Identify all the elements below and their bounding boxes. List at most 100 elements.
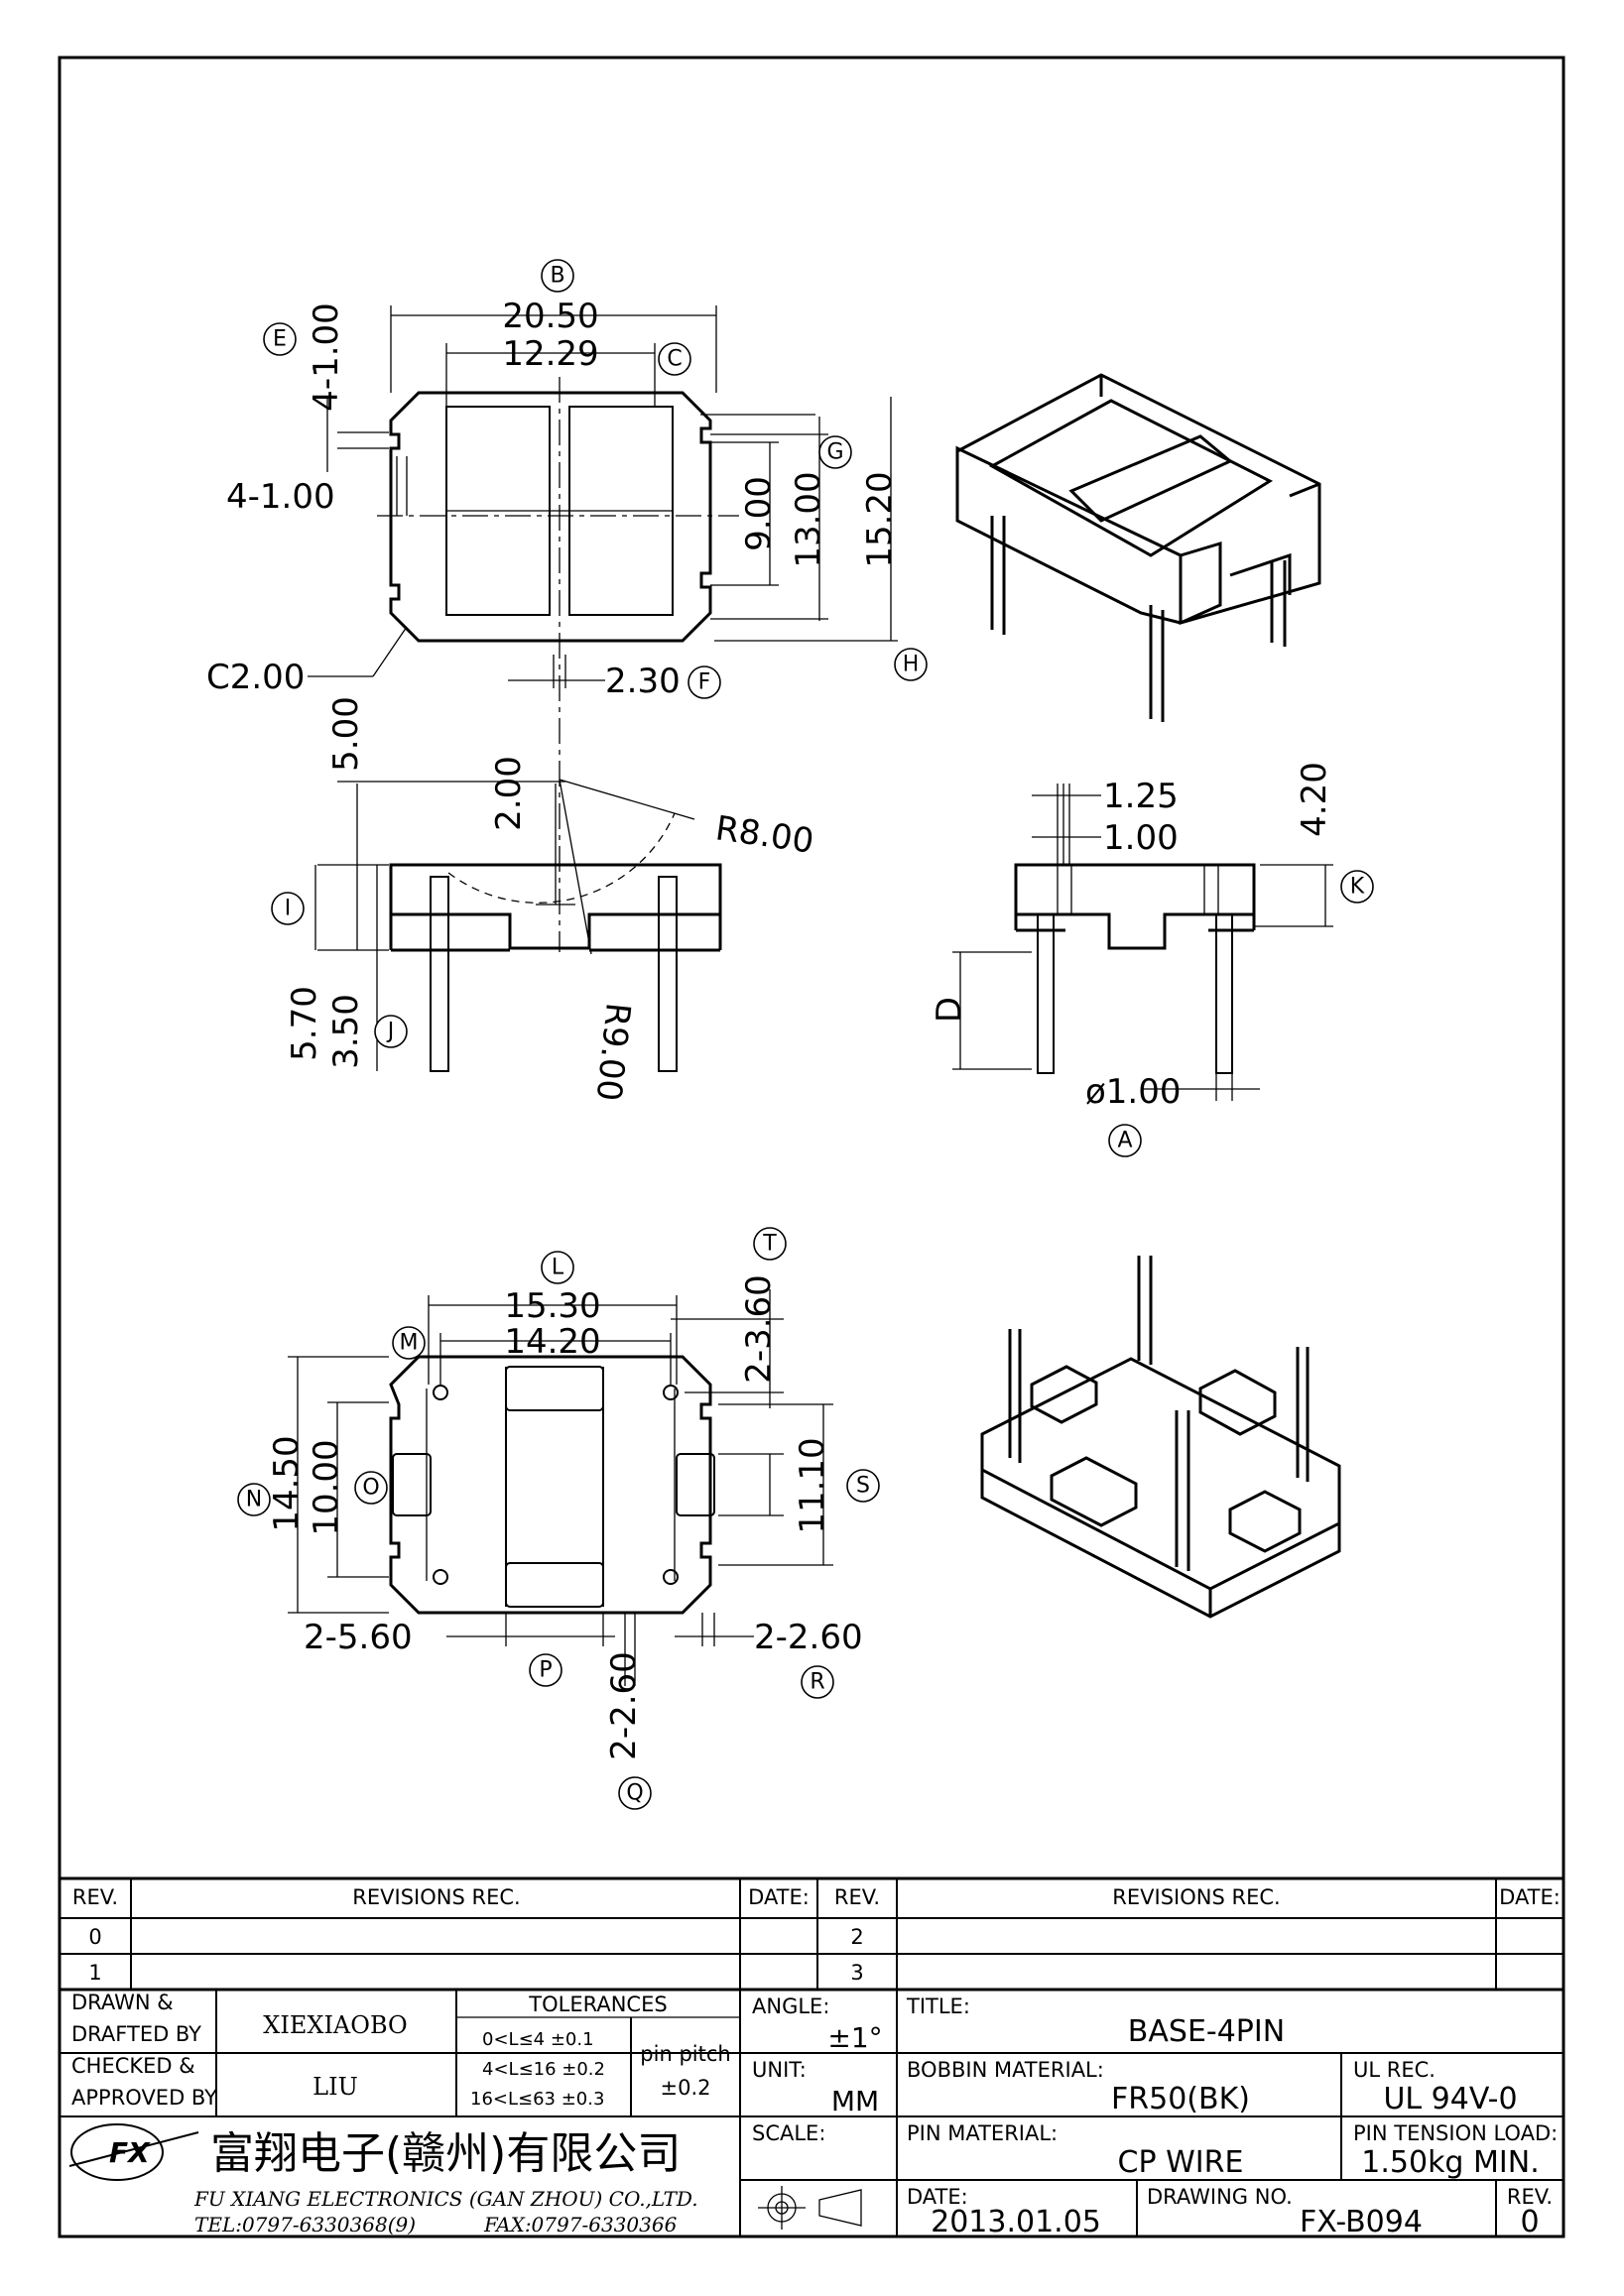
dim-2-5-60: 2-5.60 [304,1618,413,1657]
dim-14-20: 14.20 [504,1322,600,1362]
callout-c: C [658,342,691,376]
company-name-en: FU XIANG ELECTRONICS (GAN ZHOU) CO.,LTD. [193,2187,698,2211]
revisions-header-left: REVISIONS REC. [352,1885,520,1909]
dim-15-20: 15.20 [860,471,900,567]
drawn-by: XIEXIAOBO [263,2011,407,2039]
rev-row-1: 1 [88,1961,101,1985]
checked-label-2: APPROVED BY [71,2086,217,2110]
dim-1-00: 1.00 [1103,818,1179,858]
pad-top [505,1366,604,1411]
pin-left [430,876,449,1072]
rev-header-right: REV. [834,1885,880,1909]
drawing-no-label: DRAWING NO. [1147,2185,1293,2209]
tolerance-1: 0<L≤4 ±0.1 [482,2029,594,2050]
dim-r9: R9.00 [588,1001,638,1103]
callout-n: N [237,1483,271,1516]
dim-4-20: 4.20 [1295,762,1334,837]
svg-text:Q: Q [626,1781,643,1806]
logo-mark [70,2123,164,2181]
ul-label: UL REC. [1353,2058,1436,2082]
callout-b: B [541,259,574,293]
dim-2-2-60-q: 2-2.60 [604,1651,644,1760]
svg-text:K: K [1350,875,1365,900]
dim-r8: R8.00 [713,808,816,861]
svg-text:S: S [856,1474,870,1499]
rev-value: 0 [1520,2205,1539,2239]
dim-top-slot: 4-1.00 [307,302,346,412]
date-header-left: DATE: [748,1885,810,1909]
title-value: BASE-4PIN [1128,2014,1285,2049]
drawn-label-1: DRAWN & [71,1991,174,2014]
iso-view-top [955,373,1321,722]
date-header-right: DATE: [1499,1885,1561,1909]
checked-label-1: CHECKED & [71,2054,195,2078]
tolerance-2: 4<L≤16 ±0.2 [482,2059,605,2080]
dim-1-25: 1.25 [1103,777,1179,816]
sheet-border [58,56,1565,2238]
callout-k: K [1340,870,1374,904]
pad-left [392,1453,432,1516]
dim-2-2-60-r: 2-2.60 [754,1618,863,1657]
unit-value: MM [831,2085,879,2117]
svg-text:M: M [400,1331,419,1356]
svg-text:A: A [1117,1129,1132,1153]
pin-right [658,876,678,1072]
dim-3-50: 3.50 [326,994,366,1069]
title-block [60,1990,1563,2236]
dim-2-30: 2.30 [605,662,681,701]
svg-text:P: P [539,1658,552,1683]
svg-text:E: E [273,327,287,352]
dim-chamfer: C2.00 [206,658,305,697]
rev-label: REV. [1507,2185,1553,2209]
rev-header-left: REV. [72,1885,118,1909]
dim-d: D [930,997,969,1023]
dim-side-slot: 4-1.00 [226,477,335,517]
svg-text:J: J [386,1020,395,1044]
leader-chamfer [372,626,408,677]
rev-row-2: 2 [850,1925,863,1949]
callout-t: T [753,1227,787,1261]
callout-m: M [392,1326,426,1360]
dim-15-30: 15.30 [504,1286,600,1326]
title-label: TITLE: [906,1994,970,2018]
svg-text:O: O [362,1476,379,1501]
dim-2-00: 2.00 [489,756,529,831]
svg-text:T: T [762,1232,777,1257]
end-view: 1.25 1.00 4.20 D ø1.00 K A [930,762,1374,1157]
callout-e: E [263,322,297,356]
dim-11-10: 11.10 [793,1437,832,1533]
date-value: 2013.01.05 [931,2205,1101,2239]
iso-view-bottom [980,1256,1341,1619]
svg-text:B: B [550,264,564,289]
svg-text:R: R [810,1670,824,1695]
logo-text: FX [109,2136,151,2169]
dim-20-50: 20.50 [502,297,598,336]
dim-12-29: 12.29 [502,334,598,374]
revision-table [60,1876,1563,1992]
callout-g: G [818,435,852,469]
bobbin-material-label: BOBBIN MATERIAL: [907,2058,1104,2082]
pin-material-value: CP WIRE [1118,2145,1244,2180]
angle-label: ANGLE: [752,1994,829,2018]
company-tel: TEL:0797-6330368(9) [194,2213,416,2236]
callout-r: R [801,1665,834,1699]
tolerances-label: TOLERANCES [528,1993,667,2016]
rev-row-0: 0 [88,1925,101,1949]
company-name-cn: 富翔电子(赣州)有限公司 [210,2128,681,2179]
unit-label: UNIT: [752,2058,807,2082]
callout-j: J [374,1015,408,1048]
callout-h: H [894,648,928,681]
svg-text:N: N [246,1488,262,1512]
revisions-header-right: REVISIONS REC. [1112,1885,1280,1909]
svg-text:L: L [552,1256,564,1280]
pad-right [676,1453,715,1516]
callout-p: P [529,1653,562,1687]
date-label: DATE: [907,2185,968,2209]
callout-s: S [846,1469,880,1503]
dim-10-00: 10.00 [307,1439,346,1535]
callout-l: L [541,1251,574,1284]
dim-13-00: 13.00 [789,471,828,567]
tolerance-3: 16<L≤63 ±0.3 [470,2089,604,2110]
svg-text:F: F [698,670,711,695]
